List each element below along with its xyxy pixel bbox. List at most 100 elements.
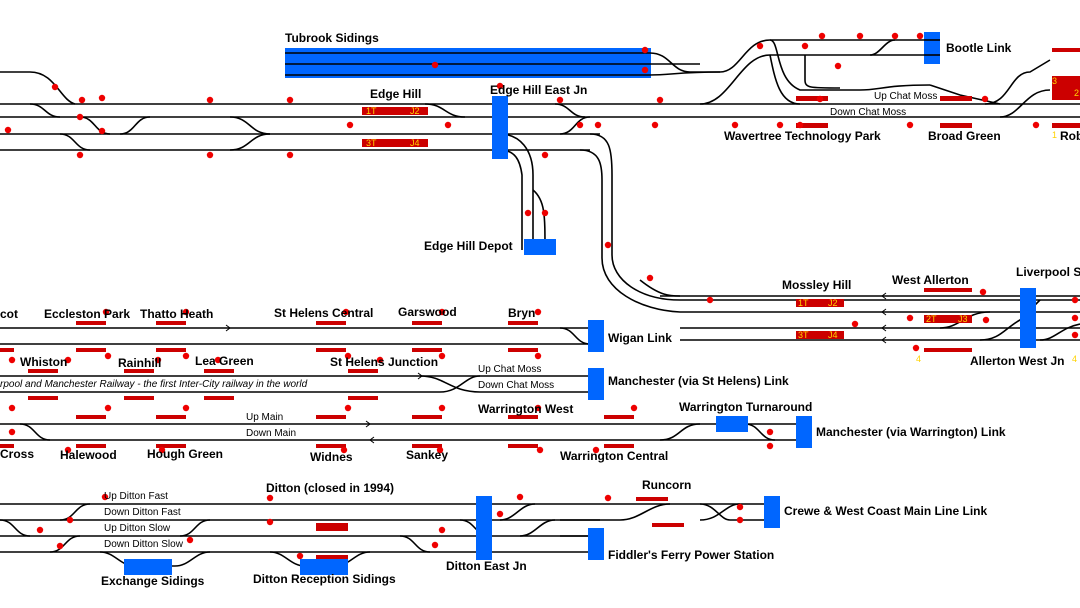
platform	[1052, 76, 1080, 100]
station-label-broad-green: Broad Green	[928, 129, 1001, 143]
station-label-cross: Cross	[0, 447, 34, 461]
wigan-link-block[interactable]	[588, 320, 604, 352]
platform	[204, 369, 234, 373]
fiddlers-ferry-block[interactable]	[588, 528, 604, 560]
manchester-st-helens-block[interactable]	[588, 368, 604, 400]
route-code: 2T	[926, 314, 937, 324]
edge-hill-east-jn-block[interactable]	[492, 96, 508, 159]
station-label-eccleston: Eccleston Park	[44, 307, 130, 321]
bootle-link-block[interactable]	[924, 32, 940, 64]
platform	[412, 321, 442, 325]
edge-hill-depot-block[interactable]	[524, 239, 556, 255]
ditton-east-jn-block[interactable]	[476, 496, 492, 560]
station-labels: Tubrook Sidings Edge Hill Edge Hill East…	[0, 31, 1080, 588]
station-label-allerton-west: Allerton West Jn	[970, 354, 1064, 368]
station-label-garswood: Garswood	[398, 305, 457, 319]
station-label-ditton-east: Ditton East Jn	[446, 559, 527, 573]
station-label-west-allerton: West Allerton	[892, 273, 969, 287]
signal-dot	[56, 542, 64, 550]
station-label-warrington-west: Warrington West	[478, 402, 573, 416]
signal-dot	[154, 356, 162, 364]
platform	[940, 123, 972, 128]
platform	[508, 444, 538, 448]
platform	[316, 523, 348, 531]
station-label-edge-hill-east: Edge Hill East Jn	[490, 83, 587, 97]
platform	[156, 415, 186, 419]
route-code: 1	[1052, 130, 1057, 140]
platform	[636, 497, 668, 501]
station-label-hough-green: Hough Green	[147, 447, 223, 461]
platform	[124, 396, 154, 400]
signal-dot	[158, 446, 166, 454]
signal-dot	[651, 121, 659, 129]
signal-dot	[104, 404, 112, 412]
platform	[1052, 48, 1080, 52]
signal-dot	[656, 96, 664, 104]
platform	[508, 348, 538, 352]
line-label-down-ditton-fast: Down Ditton Fast	[104, 507, 181, 518]
signal-dot	[76, 113, 84, 121]
signal-dot	[286, 96, 294, 104]
ditton-section	[0, 496, 780, 575]
platform	[348, 369, 378, 373]
station-label-wigan: Wigan Link	[608, 331, 672, 345]
line-label-up-chat-moss-2: Up Chat Moss	[478, 364, 541, 375]
signal-dot	[36, 526, 44, 534]
signal-dot	[266, 494, 274, 502]
platform	[316, 321, 346, 325]
ditton-reception-block[interactable]	[300, 559, 348, 575]
route-code: 4	[916, 354, 921, 364]
signal-dot	[1071, 314, 1079, 322]
signal-dot	[982, 316, 990, 324]
signal-dot	[801, 42, 809, 50]
signal-dot	[438, 352, 446, 360]
platform	[0, 444, 14, 448]
station-label-warrington-turnaround: Warrington Turnaround	[679, 400, 812, 414]
signal-dot	[534, 308, 542, 316]
signal-dot	[496, 82, 504, 90]
platform	[604, 415, 634, 419]
platform	[796, 123, 828, 128]
signal-dot	[736, 503, 744, 511]
signal-dot	[64, 446, 72, 454]
line-label-down-chat-moss-2: Down Chat Moss	[478, 380, 554, 391]
manchester-warrington-block[interactable]	[796, 416, 812, 448]
platform	[76, 348, 106, 352]
signal-dot	[776, 121, 784, 129]
exchange-sidings-block[interactable]	[124, 559, 172, 575]
signal-dot	[266, 518, 274, 526]
signal-dot	[641, 66, 649, 74]
signal-dot	[851, 320, 859, 328]
signal-dot	[436, 446, 444, 454]
signal-dot	[536, 446, 544, 454]
platform	[0, 348, 14, 352]
warrington-turnaround-block[interactable]	[716, 416, 748, 432]
signal-dot	[8, 404, 16, 412]
station-label-rainhill: Rainhill	[118, 356, 161, 370]
signal-dot	[516, 493, 524, 501]
signal-dot	[641, 46, 649, 54]
route-code: J2	[410, 106, 420, 116]
signal-dot	[438, 404, 446, 412]
signal-dot	[646, 274, 654, 282]
platform	[412, 444, 442, 448]
platform	[156, 321, 186, 325]
signal-dot	[438, 308, 446, 316]
signal-dot	[816, 95, 824, 103]
station-label-exchange: Exchange Sidings	[101, 574, 205, 588]
signal-dot	[766, 428, 774, 436]
signal-dot	[524, 209, 532, 217]
signal-dot	[182, 308, 190, 316]
allerton-section	[639, 279, 1080, 352]
signal-dot	[4, 126, 12, 134]
station-label-halewood: Halewood	[60, 448, 117, 462]
crewe-link-block[interactable]	[764, 496, 780, 528]
station-label-tubrook: Tubrook Sidings	[285, 31, 379, 45]
signal-dot	[376, 356, 384, 364]
platform	[604, 444, 634, 448]
allerton-block[interactable]	[1020, 288, 1036, 348]
signal-dot	[916, 32, 924, 40]
station-label-fiddlers: Fiddler's Ferry Power Station	[608, 548, 774, 562]
signal-dot	[431, 61, 439, 69]
signal-dot	[604, 241, 612, 249]
